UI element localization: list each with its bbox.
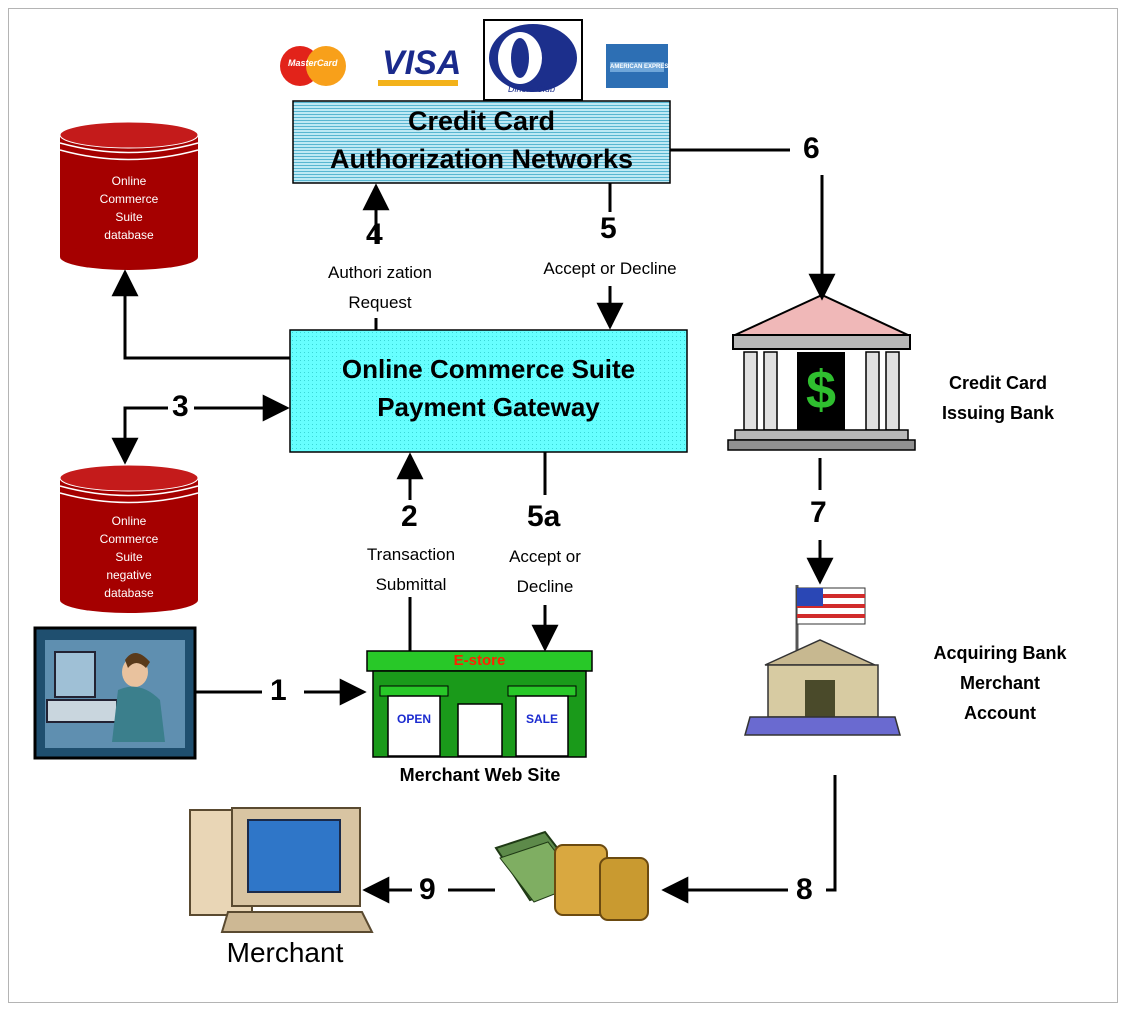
acquiring-bank-label-2: Merchant: [959, 673, 1040, 693]
commerce-database-icon: [59, 121, 199, 270]
store-open-sign: OPEN: [396, 712, 431, 726]
arrow-to-database: [111, 269, 290, 360]
visa-logo: [378, 52, 458, 86]
estore-sign: E-store: [453, 652, 506, 669]
gateway-title-line2: Payment Gateway: [377, 392, 600, 422]
step-6: 6: [803, 132, 820, 165]
merchant-web-site-label: Merchant Web Site: [399, 765, 561, 785]
step-1: 1: [270, 674, 287, 707]
step-2: 2: [401, 500, 418, 533]
dollar-sign-icon: $: [805, 360, 837, 420]
step-9: 9: [419, 873, 436, 906]
transaction-label-2: Submittal: [375, 575, 447, 594]
diners-club-logo: [483, 19, 583, 101]
connector-8: [826, 775, 837, 892]
step-3: 3: [172, 390, 189, 423]
issuing-bank-label-1: Credit Card: [948, 373, 1047, 393]
db-negative-text-1: Online: [111, 514, 147, 528]
visa-text: VISA: [382, 44, 462, 82]
customer-computer-icon: [33, 626, 197, 760]
step-5a: 5a: [527, 500, 561, 533]
db-negative-text-3: Suite: [115, 550, 143, 564]
payment-gateway-box: [289, 329, 688, 453]
networks-title-line1: Credit Card: [407, 106, 556, 136]
step-8: 8: [796, 873, 813, 906]
authorization-networks-box: [292, 100, 671, 184]
mastercard-logo: [280, 46, 346, 86]
issuing-bank-icon: [727, 293, 916, 451]
db-negative-text-5: database: [104, 586, 154, 600]
step-7: 7: [810, 496, 827, 529]
estore-building-icon: [366, 650, 593, 758]
auth-request-label-2: Request: [348, 293, 412, 312]
db-negative-text-2: Commerce: [99, 532, 159, 546]
db-main-text-2: Commerce: [99, 192, 159, 206]
acquiring-bank-label-1: Acquiring Bank: [933, 643, 1067, 663]
merchant-pc-icon: [189, 807, 374, 933]
networks-title-line2: Authorization Networks: [329, 144, 633, 174]
diners-text: Diners Club: [508, 84, 556, 94]
db-main-text-3: Suite: [115, 210, 143, 224]
mastercard-text: MasterCard: [288, 58, 338, 68]
auth-request-label-1: Authori zation: [328, 263, 432, 282]
db-main-text-1: Online: [111, 174, 147, 188]
amex-logo: [606, 44, 668, 88]
money-icon: [494, 830, 649, 921]
step-5: 5: [600, 212, 617, 245]
store-sale-sign: SALE: [525, 712, 558, 726]
accept-decline-label-5a-1: Accept or: [509, 547, 581, 566]
issuing-bank-label-2: Issuing Bank: [941, 403, 1055, 423]
gateway-title-line1: Online Commerce Suite: [341, 354, 636, 384]
db-main-text-4: database: [104, 228, 154, 242]
acquiring-bank-icon: [744, 585, 901, 736]
negative-database-icon: [59, 464, 199, 613]
accept-decline-label-5a-2: Decline: [516, 577, 574, 596]
arrow-3-to-negative-db: [111, 406, 168, 465]
amex-text: AMERICAN EXPRESS: [610, 64, 673, 70]
accept-decline-label-top: Accept or Decline: [543, 259, 677, 278]
db-negative-text-4: negative: [106, 568, 152, 582]
acquiring-bank-label-3: Account: [964, 703, 1036, 723]
diagram-frame: [8, 8, 1118, 1003]
transaction-label-1: Transaction: [366, 545, 456, 564]
step-4: 4: [366, 218, 383, 251]
merchant-label: Merchant: [226, 937, 344, 968]
